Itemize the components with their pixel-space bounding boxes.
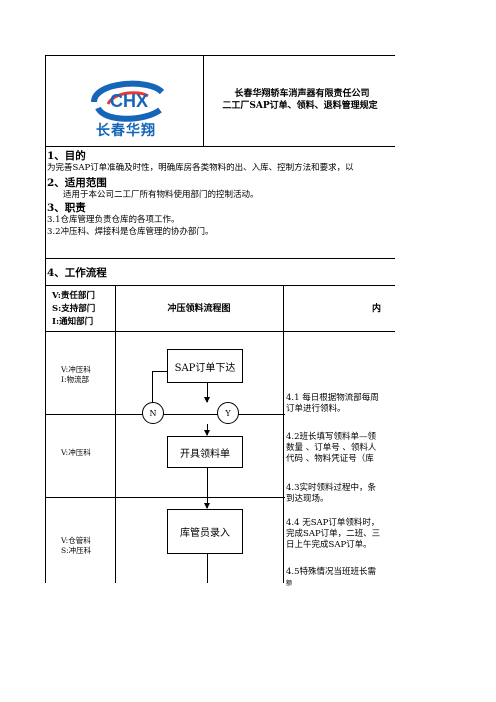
row-1-dept-notify: I:物流部 xyxy=(61,375,89,384)
section-3-item-2: 3.2冲压科、焊接科是仓库管理的协办部门。 xyxy=(47,227,214,237)
flow-step-clerk-entry: 库管员录入 xyxy=(167,509,243,554)
flow-line-step2-to-step3 xyxy=(207,467,208,508)
content-4-2-line-3: 代码 、物料凭证号（库 xyxy=(286,454,374,464)
content-4-3-line-2: 到达现场。 xyxy=(286,494,329,504)
content-4-4-line-3: 日上午完成SAP订单。 xyxy=(286,540,372,550)
section-1-title: 1、目的 xyxy=(47,150,86,162)
arrow-into-step3 xyxy=(204,503,210,509)
content-4-3-line-1: 4.3实时领料过程中，条 xyxy=(286,483,377,493)
flow-line-step1-to-y xyxy=(207,382,208,402)
content-4-5-line-1: 4.5特殊情况当班班长需 xyxy=(286,567,377,577)
arrow-into-step2 xyxy=(204,430,210,436)
arrow-into-y xyxy=(204,397,210,403)
document-title: 二工厂SAP订单、领料、退料管理规定 xyxy=(222,101,378,111)
content-4-4-line-2: 完成SAP订单，二班、三 xyxy=(286,529,381,539)
logo-text: CHX xyxy=(110,91,148,111)
row-3-dept-responsible: V:仓管科 xyxy=(61,536,91,545)
content-column: 4.1 每日根据物流部每周 订单进行领料。 4.2班长填写领料单—领 数量 、订… xyxy=(286,393,395,588)
content-column-title: 内 xyxy=(372,304,382,314)
legend-notify: I:通知部门 xyxy=(52,317,94,327)
legend-responsible: V:责任部门 xyxy=(52,291,95,301)
section-3-item-1: 3.1仓库管理负责仓库的各项工作。 xyxy=(47,215,180,225)
content-4-1-line-2: 订单进行领料。 xyxy=(286,404,346,414)
row-2-dept-responsible: V:冲压科 xyxy=(61,448,91,457)
flow-step-issue-requisition: 开具领料单 xyxy=(167,436,243,468)
row-1-dept-responsible: V:冲压科 xyxy=(61,365,91,374)
section-1-text: 为完善SAP订单准确及时性，明确库房各类物料的出、入库、控制方法和要求，以 xyxy=(47,163,354,173)
flow-branch-yes: Y xyxy=(217,402,239,424)
flow-line-step3-down xyxy=(207,553,208,583)
section-3-title: 3、职责 xyxy=(47,202,86,214)
legend-support: S:支持部门 xyxy=(52,304,96,314)
company-name: 长春华翔轿车消声器有限责任公司 xyxy=(234,89,370,99)
row-3-dept-support: S:冲压科 xyxy=(61,546,92,555)
content-4-2-line-1: 4.2班长填写领料单—领 xyxy=(286,432,377,442)
flow-step-sap-order: SAP订单下达 xyxy=(167,349,243,383)
content-4-1-line-1: 4.1 每日根据物流部每周 xyxy=(286,393,379,403)
section-2-title: 2、适用范围 xyxy=(47,177,107,189)
content-4-2-line-2: 数量 、订单号 、领料人 xyxy=(286,443,377,453)
section-4-title: 4、工作流程 xyxy=(47,267,107,279)
flow-line-y-to-step2 xyxy=(207,424,208,435)
logo-subtitle: 长春华翔 xyxy=(96,123,156,139)
content-4-4-line-1: 4.4 无SAP订单领料时， xyxy=(286,518,380,528)
flow-branch-no: N xyxy=(142,402,164,424)
flow-line-top xyxy=(152,371,167,372)
flow-line-left xyxy=(152,372,153,411)
flow-column-title: 冲压领料流程图 xyxy=(167,304,231,314)
section-2-text: 适用于本公司二工厂所有物料使用部门的控制活动。 xyxy=(63,190,259,200)
content-4-5-line-2: 额 xyxy=(286,580,293,587)
company-logo: CHX 长春华翔 xyxy=(78,70,170,139)
